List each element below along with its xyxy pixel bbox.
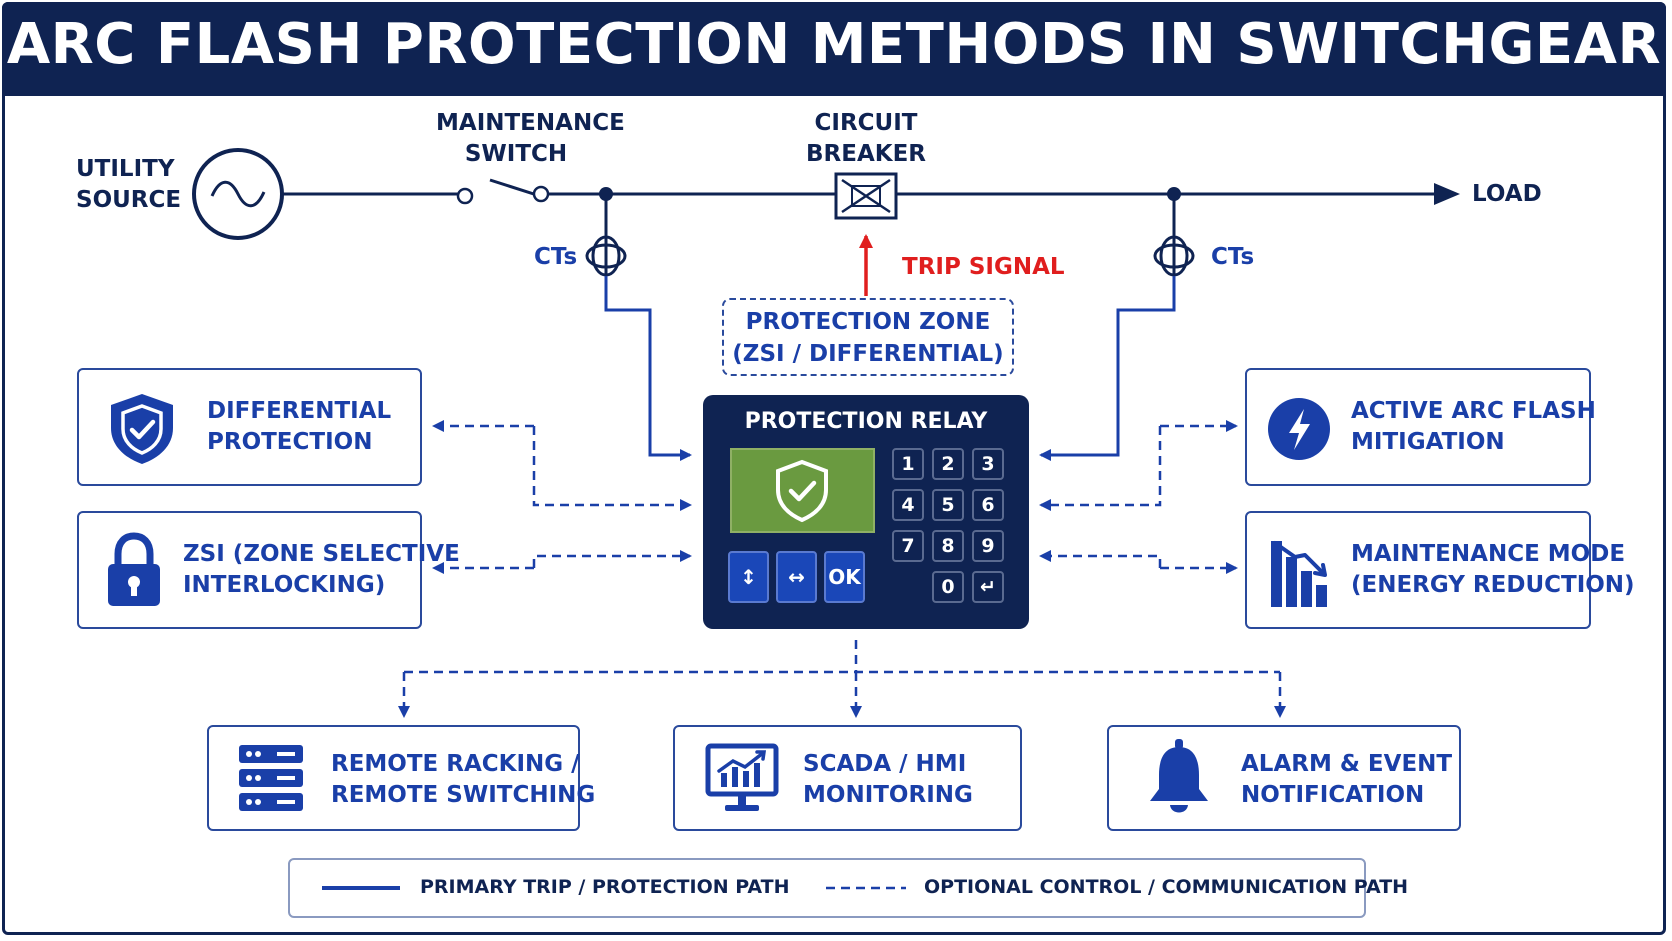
relay-title: PROTECTION RELAY [744, 409, 988, 434]
monitor-chart-icon [705, 743, 779, 811]
relay-screen [730, 448, 875, 533]
alarm-event-card: ALARM & EVENT NOTIFICATION [1107, 725, 1461, 831]
shield-check-icon [776, 459, 828, 523]
bar-chart-down-icon [1271, 541, 1327, 607]
differential-protection-label: DIFFERENTIAL PROTECTION [207, 398, 392, 455]
nav-left-right-key[interactable]: ↔ [776, 551, 817, 603]
maintenance-mode-card: MAINTENANCE MODE (ENERGY REDUCTION) [1245, 511, 1635, 629]
legend-solid-label: PRIMARY TRIP / PROTECTION PATH [420, 876, 790, 898]
ct-left-label: CTs [534, 244, 578, 270]
scada-hmi-label: SCADA / HMI MONITORING [803, 751, 973, 808]
keypad-key-8[interactable]: 8 [932, 530, 964, 562]
zsi-label: ZSI (ZONE SELECTIVE INTERLOCKING) [183, 541, 460, 598]
keypad-key-9[interactable]: 9 [972, 530, 1004, 562]
ok-key[interactable]: OK [824, 551, 865, 603]
circuit-breaker-symbol [834, 172, 898, 220]
ct-right-label: CTs [1211, 244, 1255, 270]
lock-icon [108, 532, 160, 606]
maintenance-switch-label: MAINTENANCE SWITCH [436, 110, 625, 167]
protection-relay[interactable]: PROTECTION RELAY ↕ ↔ OK 1 2 3 4 5 6 7 8 … [703, 395, 1029, 629]
protection-zone-box: PROTECTION ZONE (ZSI / DIFFERENTIAL) [722, 298, 1014, 376]
keypad-key-6[interactable]: 6 [972, 489, 1004, 521]
nav-up-down-key[interactable]: ↕ [728, 551, 769, 603]
keypad-key-2[interactable]: 2 [932, 448, 964, 480]
keypad-enter-key[interactable]: ↵ [972, 571, 1004, 603]
remote-racking-label: REMOTE RACKING / REMOTE SWITCHING [331, 751, 596, 808]
lightning-bolt-icon [1268, 398, 1330, 460]
server-rack-icon [239, 745, 303, 811]
alarm-event-label: ALARM & EVENT NOTIFICATION [1241, 751, 1453, 808]
active-arc-flash-label: ACTIVE ARC FLASH MITIGATION [1351, 398, 1596, 455]
page-title: ARC FLASH PROTECTION METHODS IN SWITCHGE… [6, 12, 1662, 77]
scada-hmi-card: SCADA / HMI MONITORING [673, 725, 1022, 831]
utility-source-label: UTILITY SOURCE [76, 156, 182, 213]
ct-right-to-relay-path [1039, 276, 1176, 461]
keypad-key-3[interactable]: 3 [972, 448, 1004, 480]
keypad-key-4[interactable]: 4 [892, 489, 924, 521]
maintenance-link [1039, 550, 1162, 568]
trip-signal-label: TRIP SIGNAL [902, 254, 1065, 280]
remote-racking-card: REMOTE RACKING / REMOTE SWITCHING [207, 725, 595, 831]
keypad-key-1[interactable]: 1 [892, 448, 924, 480]
load-label: LOAD [1472, 181, 1542, 207]
differential-protection-card: DIFFERENTIAL PROTECTION [77, 368, 422, 486]
active-arc-link [1039, 426, 1162, 511]
keypad-key-5[interactable]: 5 [932, 489, 964, 521]
ct-left-to-relay-path [604, 276, 692, 461]
legend: PRIMARY TRIP / PROTECTION PATH OPTIONAL … [288, 858, 1408, 918]
keypad-key-0[interactable]: 0 [932, 571, 964, 603]
bell-icon [1150, 739, 1208, 813]
zsi-link [532, 550, 692, 568]
active-arc-flash-card: ACTIVE ARC FLASH MITIGATION [1245, 368, 1596, 486]
zsi-card: ZSI (ZONE SELECTIVE INTERLOCKING) [77, 511, 460, 629]
protection-zone-label: PROTECTION ZONE (ZSI / DIFFERENTIAL) [732, 309, 1004, 367]
legend-dashed-label: OPTIONAL CONTROL / COMMUNICATION PATH [924, 876, 1409, 898]
utility-source-symbol [192, 148, 284, 240]
shield-check-icon [111, 394, 173, 464]
ct-left-symbol [585, 194, 627, 277]
title-bar: ARC FLASH PROTECTION METHODS IN SWITCHGE… [2, 2, 1666, 96]
circuit-breaker-label: CIRCUIT BREAKER [806, 110, 926, 167]
maintenance-mode-label: MAINTENANCE MODE (ENERGY REDUCTION) [1351, 541, 1635, 598]
differential-link [532, 426, 692, 511]
ct-right-symbol [1153, 194, 1195, 277]
bus-line [282, 178, 1460, 205]
keypad-key-7[interactable]: 7 [892, 530, 924, 562]
